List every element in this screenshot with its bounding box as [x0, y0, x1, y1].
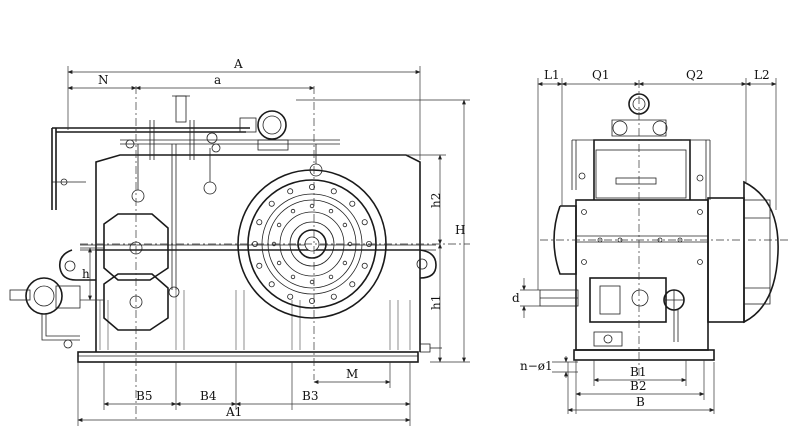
cover-bolt — [308, 183, 315, 190]
dim-Q1: Q1 — [592, 68, 609, 82]
inner-bolt — [276, 260, 282, 266]
cover-bolt — [256, 262, 263, 269]
dim-B3: B3 — [302, 389, 318, 403]
cover-bolt — [268, 281, 275, 288]
inner-bolt — [328, 208, 334, 214]
cover-bolt — [361, 262, 368, 269]
output-flange — [707, 180, 779, 324]
input-gear-cover — [103, 213, 169, 281]
side-motor-pump — [589, 277, 685, 342]
cover-bolt — [256, 219, 263, 226]
dim-B2: B2 — [630, 379, 646, 393]
inner-bolt — [342, 260, 348, 266]
dim-h: h — [82, 267, 90, 281]
cover-bolt — [330, 293, 337, 300]
oil-pump — [9, 277, 81, 349]
side-main-housing — [575, 199, 709, 351]
front-upper-housing — [95, 154, 421, 250]
dim-B5: B5 — [136, 389, 152, 403]
dim-a: a — [214, 73, 221, 87]
front-base-plate — [77, 351, 419, 363]
cover-bolt — [287, 188, 294, 195]
cover-bolt — [349, 200, 356, 207]
inner-bolt — [342, 222, 348, 228]
cover-bolt — [330, 188, 337, 195]
dim-M: M — [346, 367, 358, 381]
side-view: L1 Q1 Q2 L2 d n−ø1 — [512, 68, 790, 414]
inner-bolt — [328, 274, 334, 280]
dim-B4: B4 — [200, 389, 217, 403]
dim-n-phi1: n−ø1 — [520, 359, 553, 373]
inner-bolt — [276, 222, 282, 228]
cover-bolt — [349, 281, 356, 288]
side-base-plate — [573, 349, 715, 361]
side-top-cover — [593, 139, 691, 200]
drain-plug — [419, 343, 431, 353]
cover-bolt — [361, 219, 368, 226]
cover-bolt — [308, 297, 315, 304]
front-view: A N a H h2 h1 h M — [9, 57, 470, 426]
cover-bolt — [287, 293, 294, 300]
dim-A1: A1 — [225, 405, 242, 419]
top-piping — [51, 95, 340, 298]
oil-cooler-head — [257, 110, 287, 140]
sight-glass-mid — [203, 181, 217, 195]
housing-ribs — [99, 290, 411, 350]
dim-B1: B1 — [630, 365, 646, 379]
inner-bolt — [290, 208, 296, 214]
front-lower-housing — [95, 249, 421, 352]
dim-B: B — [636, 395, 645, 409]
dim-L2: L2 — [754, 68, 770, 82]
dim-h2: h2 — [429, 193, 443, 208]
inner-bolt — [290, 274, 296, 280]
side-housing-bolts — [581, 209, 703, 265]
dim-Q2: Q2 — [686, 68, 703, 82]
breather-stem — [175, 95, 187, 123]
dim-d: d — [512, 291, 520, 305]
cover-bolt — [268, 200, 275, 207]
dim-H: H — [455, 223, 465, 237]
dim-L1: L1 — [544, 68, 560, 82]
dim-h1: h1 — [429, 295, 443, 310]
dim-N: N — [98, 73, 109, 87]
side-input-boss — [553, 205, 577, 275]
intermediate-gear-cover — [103, 273, 169, 331]
inner-bolt — [309, 203, 315, 209]
side-dimensions: L1 Q1 Q2 L2 d n−ø1 — [512, 68, 777, 414]
side-drain-valve — [593, 331, 623, 347]
right-lifting-lug — [419, 249, 437, 279]
sight-glass-left — [131, 189, 145, 203]
inner-bolt — [309, 279, 315, 285]
dim-A: A — [233, 57, 243, 71]
front-dimensions: A N a H h2 h1 h M — [67, 57, 470, 426]
left-lifting-lug — [58, 249, 96, 281]
